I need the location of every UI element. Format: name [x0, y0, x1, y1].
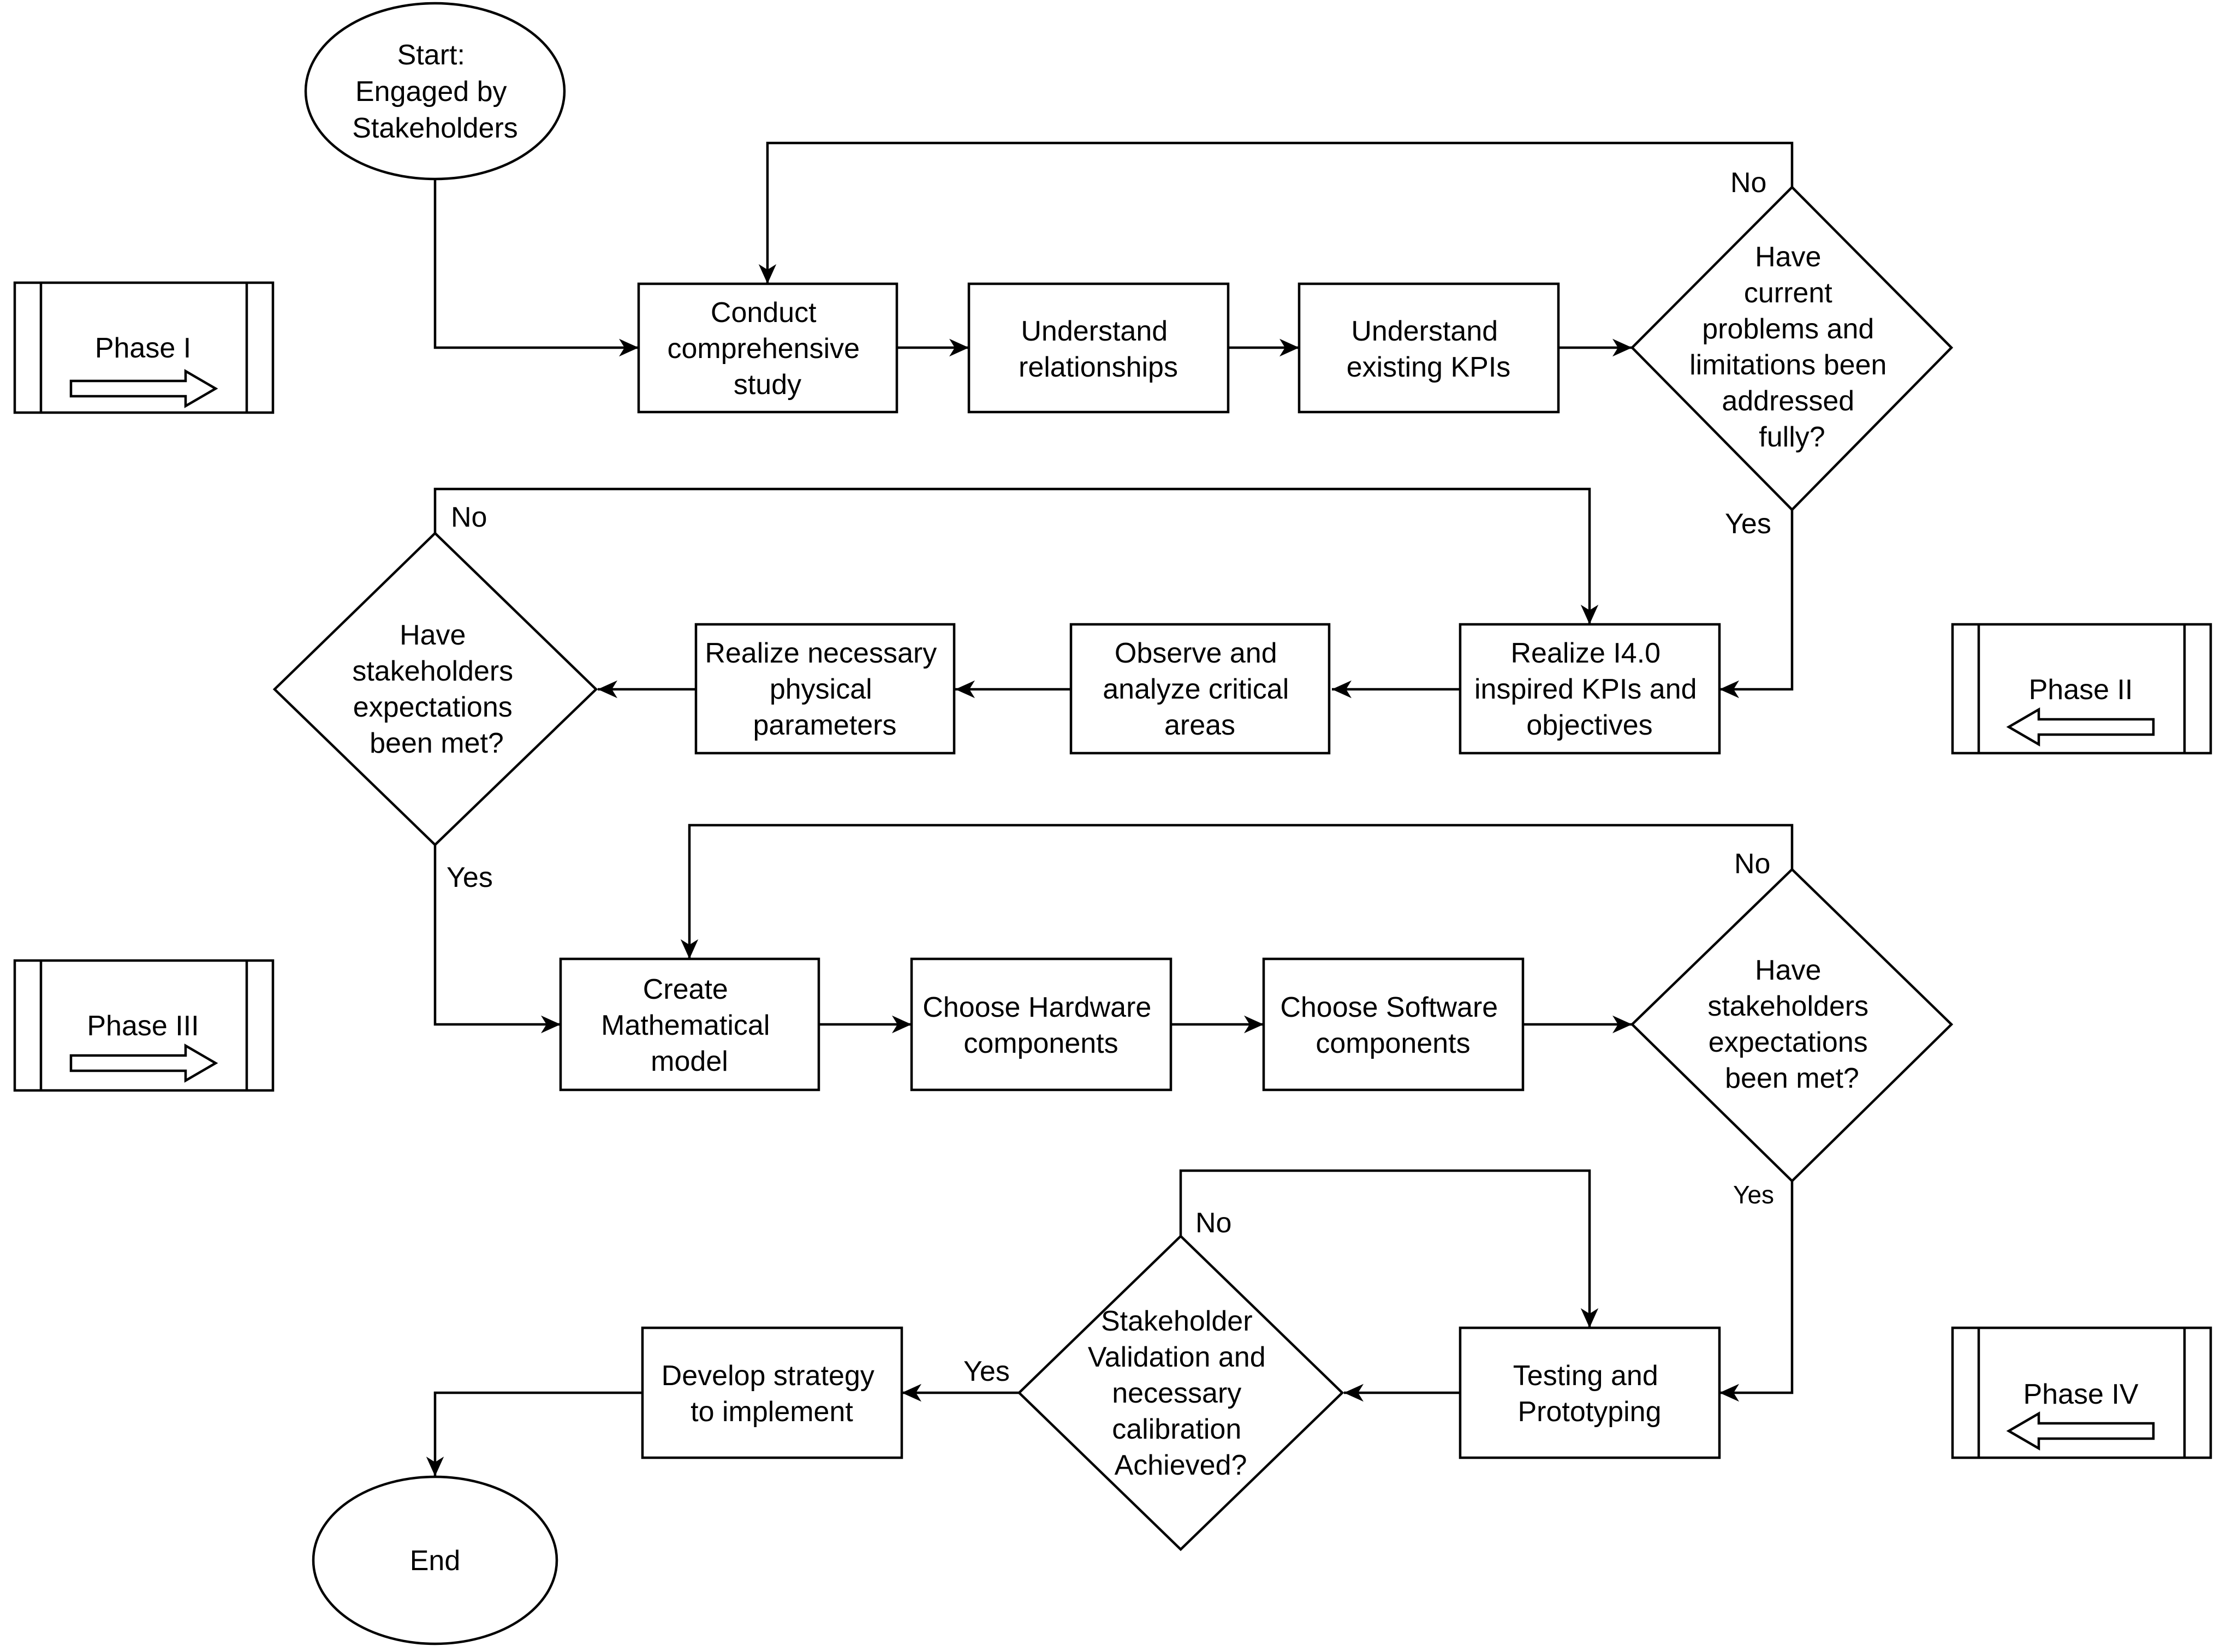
decision-expectations-1-node: Have stakeholders expectations been met? — [272, 531, 598, 847]
edge-label-no: No — [1734, 848, 1770, 880]
node-label: Have stakeholders expectations been met? — [1707, 955, 1876, 1094]
node-label: Realize I4.0 inspired KPIs and objective… — [1474, 637, 1705, 741]
node-label: Stakeholder Validation and necessary cal… — [1088, 1305, 1273, 1481]
right-arrow-icon — [69, 369, 218, 408]
edge-develop-to-end — [426, 1391, 642, 1476]
edge-start-to-conduct — [433, 179, 639, 357]
phase-3-marker: Phase III — [13, 959, 275, 1092]
edge-decision-problems-yes — [1719, 510, 1794, 699]
edge-decision-expectations-2-no — [680, 824, 1794, 959]
left-arrow-icon — [2006, 707, 2155, 747]
decision-problems-node: Have current problems and limitations be… — [1630, 185, 1954, 512]
edge-label-no: No — [1195, 1207, 1231, 1239]
edge-labels: No Yes No Yes No Yes No Yes — [447, 167, 1774, 1387]
node-label: Choose Software components — [1280, 992, 1505, 1059]
edge-label-no: No — [451, 502, 487, 533]
phase-label: Phase III — [87, 1010, 199, 1042]
node-label: End — [410, 1545, 461, 1577]
edge-decision-expectations-2-yes — [1719, 1181, 1794, 1402]
start-node: Start: Engaged by Stakeholders — [304, 2, 566, 181]
realize-parameters-node: Realize necessary physical parameters — [694, 623, 956, 755]
node-label: Understand existing KPIs — [1347, 315, 1511, 383]
understand-relationships-node: Understand relationships — [967, 282, 1230, 414]
node-label: Develop strategy to implement — [662, 1360, 883, 1428]
hardware-node: Choose Hardware components — [910, 957, 1172, 1092]
edge-label-yes: Yes — [963, 1356, 1010, 1387]
node-label: Choose Hardware components — [922, 992, 1159, 1059]
math-model-node: Create Mathematical model — [559, 957, 820, 1092]
edge-label-no: No — [1730, 167, 1766, 199]
decision-expectations-2-node: Have stakeholders expectations been met? — [1630, 867, 1954, 1183]
phase-4-marker: Phase IV — [1951, 1326, 2212, 1459]
understand-kpis-node: Understand existing KPIs — [1297, 282, 1560, 414]
node-label: Start: Engaged by Stakeholders — [352, 39, 518, 144]
phase-label: Phase IV — [2023, 1379, 2138, 1410]
edge-decision-expectations-1-yes — [433, 845, 561, 1034]
node-label: Understand relationships — [1019, 315, 1178, 383]
software-node: Choose Software components — [1262, 957, 1525, 1092]
edge-label-yes: Yes — [1733, 1180, 1774, 1209]
node-label: Observe and analyze critical areas — [1103, 637, 1296, 741]
observe-areas-node: Observe and analyze critical areas — [1069, 623, 1331, 755]
edge-decision-validation-no — [1179, 1169, 1599, 1328]
nodes: Start: Engaged by Stakeholders Conduct c… — [272, 2, 1954, 1645]
connectors — [426, 141, 1794, 1476]
node-label: Create Mathematical model — [601, 974, 778, 1077]
phase-1-marker: Phase I — [13, 281, 275, 414]
edge-decision-problems-no — [758, 141, 1794, 284]
realize-kpis-node: Realize I4.0 inspired KPIs and objective… — [1459, 623, 1721, 755]
phase-label: Phase I — [95, 332, 191, 364]
edge-label-yes: Yes — [447, 862, 493, 893]
conduct-study-node: Conduct comprehensive study — [637, 282, 898, 414]
edge-decision-expectations-1-no — [433, 487, 1599, 624]
node-label: Conduct comprehensive study — [667, 297, 867, 401]
node-label: Realize necessary physical parameters — [705, 637, 944, 741]
phase-label: Phase II — [2029, 674, 2133, 706]
phase-2-marker: Phase II — [1951, 623, 2212, 755]
phase-markers: Phase I Phase II Phase III Phase IV — [13, 281, 2212, 1459]
decision-validation-node: Stakeholder Validation and necessary cal… — [1017, 1234, 1344, 1552]
node-label: Have stakeholders expectations been met? — [352, 619, 521, 759]
end-node: End — [312, 1475, 558, 1645]
left-arrow-icon — [2006, 1411, 2155, 1451]
right-arrow-icon — [69, 1043, 218, 1083]
node-label: Testing and Prototyping — [1513, 1360, 1666, 1428]
edge-label-yes: Yes — [1725, 508, 1771, 540]
testing-node: Testing and Prototyping — [1459, 1326, 1721, 1459]
develop-strategy-node: Develop strategy to implement — [641, 1326, 903, 1459]
node-label: Have current problems and limitations be… — [1689, 241, 1895, 453]
